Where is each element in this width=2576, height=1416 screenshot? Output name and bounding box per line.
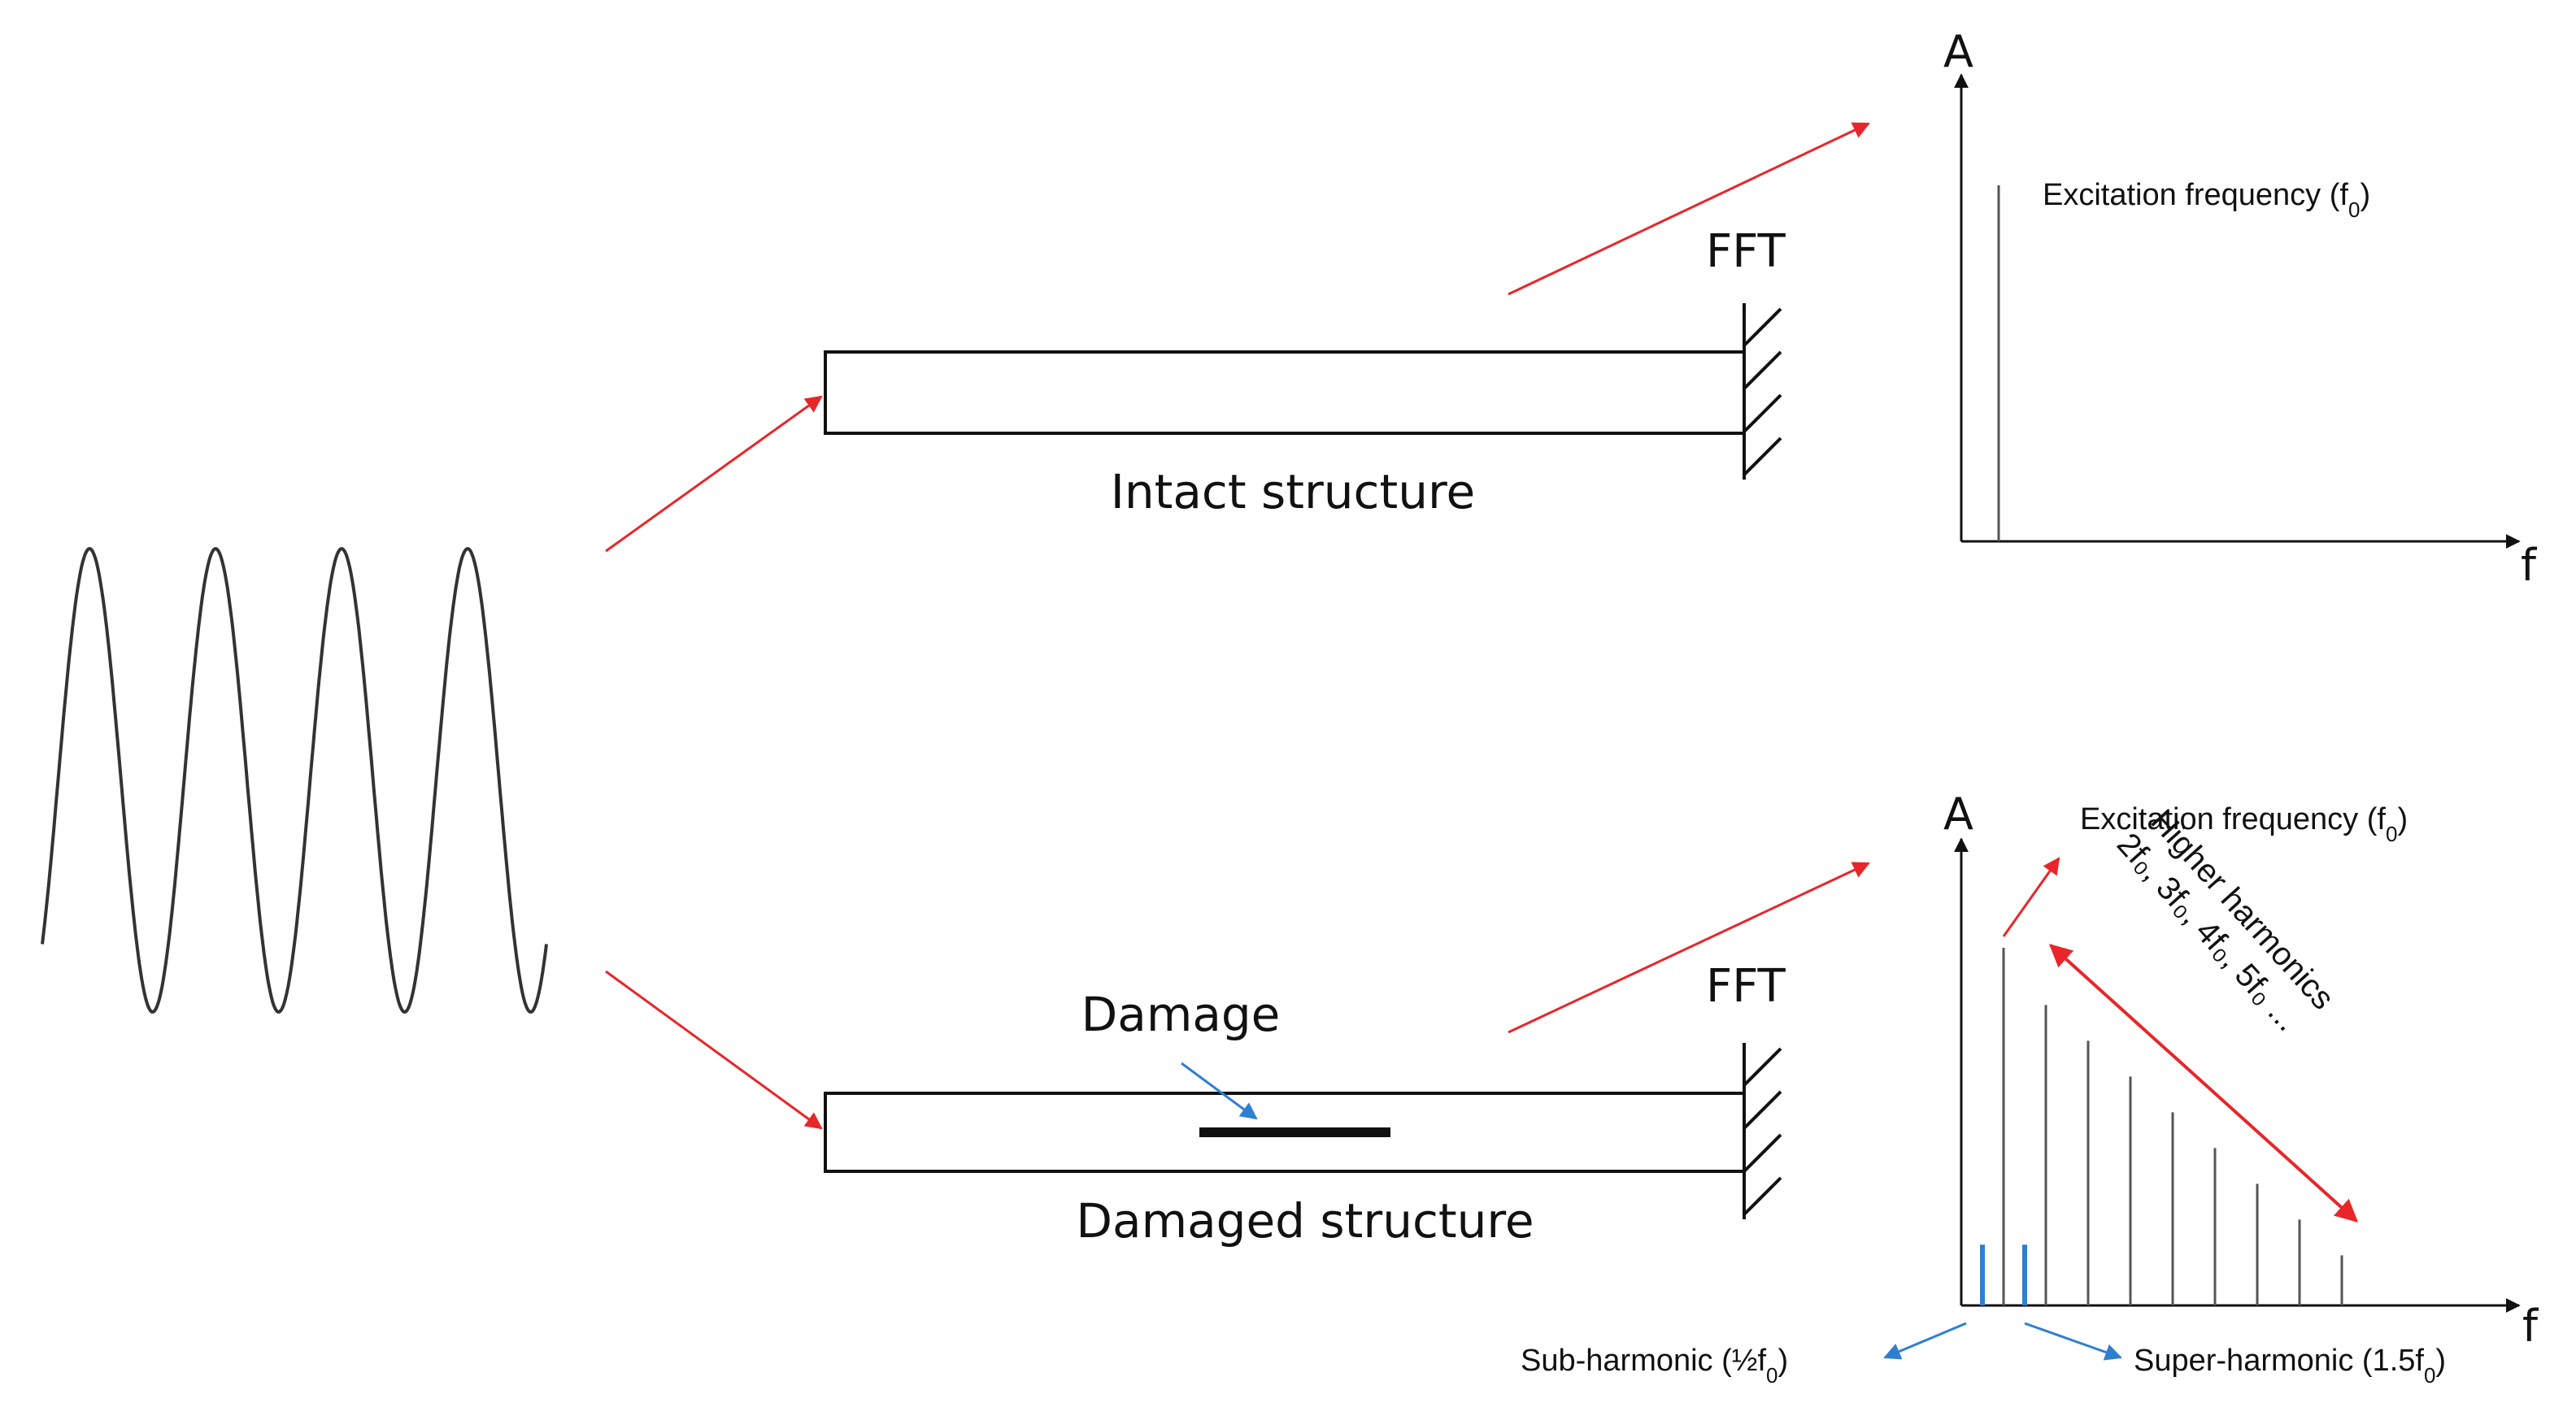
fft-arrow-damaged [1508, 862, 1870, 1034]
fft-label-intact: FFT [1706, 225, 1786, 278]
damaged-fixed-support [1743, 1043, 1782, 1219]
damaged-axis-a-label: A [1943, 788, 1973, 840]
damage-pointer-arrow [1181, 1062, 1258, 1120]
super-harmonic-label: Super-harmonic (1.5f0) [2134, 1344, 2446, 1388]
fft-arrow-intact [1508, 122, 1870, 296]
input-arrow-damaged [605, 970, 823, 1130]
excitation-signal-wave [41, 547, 548, 1014]
intact-beam [824, 350, 1746, 435]
damaged-structure-label: Damaged structure [1076, 1193, 1534, 1249]
damaged-spectrum: A f Excitation frequency (f0) Higher har… [1521, 788, 2539, 1388]
damaged-excitation-label: Excitation frequency (f0) [2080, 802, 2408, 846]
intact-fixed-support [1743, 303, 1782, 480]
intact-axis-f-label: f [2521, 540, 2538, 591]
super-harmonic-arrow [2024, 1322, 2122, 1361]
harmonics-range-arrow [2048, 944, 2359, 1223]
intact-excitation-label: Excitation frequency (f0) [2043, 178, 2370, 222]
excitation-pointer-arrow [2002, 857, 2060, 937]
sub-harmonic-label: Sub-harmonic (½f0) [1521, 1344, 1788, 1388]
sub-harmonic-arrow [1883, 1322, 1967, 1360]
intact-structure-label: Intact structure [1111, 464, 1475, 519]
intact-axis-a-label: A [1943, 26, 1973, 77]
intact-spectrum: A f Excitation frequency (f0) [1943, 26, 2538, 591]
fft-label-damaged: FFT [1706, 960, 1786, 1013]
damaged-axis-f-label: f [2522, 1301, 2539, 1352]
input-arrow-intact [605, 395, 823, 553]
damage-label: Damage [1081, 987, 1281, 1042]
